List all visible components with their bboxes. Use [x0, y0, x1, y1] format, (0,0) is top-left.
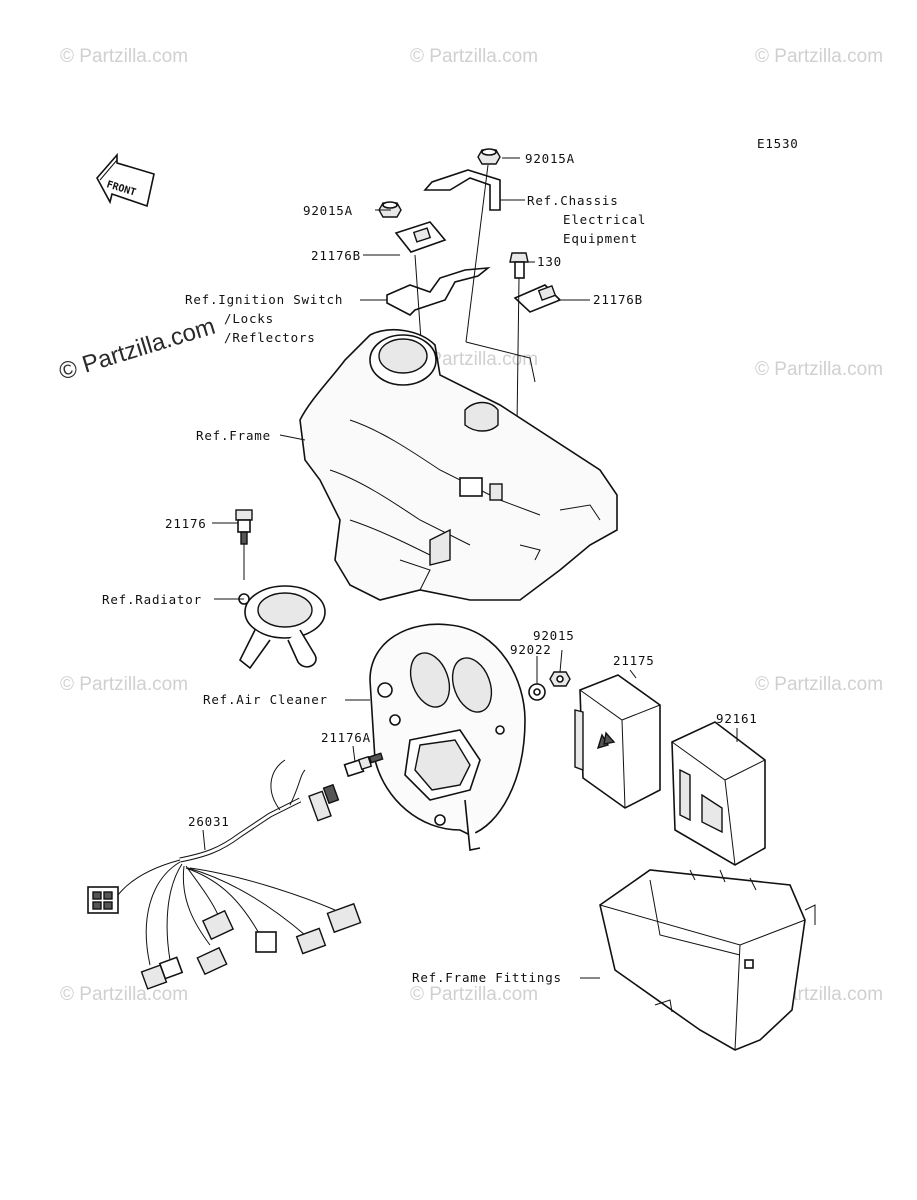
- label-ref-frame: Ref.Frame: [196, 428, 271, 443]
- label-130: 130: [537, 254, 562, 269]
- sensor-21176A: [343, 752, 384, 778]
- watermarks: © Partzilla.com © Partzilla.com © Partzi…: [56, 46, 883, 1005]
- nut-92015: [549, 671, 571, 687]
- watermark: © Partzilla.com: [410, 349, 538, 370]
- frame-fittings-tray: [599, 869, 816, 1051]
- bolt-130: [509, 252, 529, 279]
- label-92015: 92015: [533, 628, 575, 643]
- callout-labels: 92015A Ref.Chassis Electrical Equipment …: [102, 151, 758, 985]
- label-ref-chassis-line3: Equipment: [563, 231, 638, 246]
- label-ref-chassis: Ref.Chassis: [527, 193, 619, 208]
- watermark: © Partzilla.com: [755, 46, 883, 67]
- washer-92022: [528, 683, 546, 701]
- watermark-dark: © Partzilla.com: [56, 313, 219, 386]
- front-arrow-icon: FRONT: [96, 152, 155, 208]
- diagram-code: E1530: [757, 136, 799, 151]
- label-92161: 92161: [716, 711, 758, 726]
- label-ref-ignition-line3: /Reflectors: [224, 330, 316, 345]
- watermark: © Partzilla.com: [410, 984, 538, 1005]
- label-ref-air-cleaner: Ref.Air Cleaner: [203, 692, 328, 707]
- label-21175: 21175: [613, 653, 655, 668]
- ecu-21175: [574, 674, 661, 809]
- frame: [299, 329, 618, 601]
- label-21176: 21176: [165, 516, 207, 531]
- leader-lines: [202, 157, 738, 979]
- label-92015A-top: 92015A: [525, 151, 575, 166]
- label-26031: 26031: [188, 814, 230, 829]
- wiring-harness-26031: [87, 759, 362, 990]
- watermark: © Partzilla.com: [60, 46, 188, 67]
- label-92015A-left: 92015A: [303, 203, 353, 218]
- watermark: © Partzilla.com: [410, 46, 538, 67]
- label-21176B-right: 21176B: [593, 292, 643, 307]
- nut-92015A-top: [477, 148, 501, 165]
- radiator-housing: [238, 544, 326, 670]
- sensor-21176: [235, 509, 253, 545]
- watermark: © Partzilla.com: [755, 359, 883, 380]
- air-cleaner-plate: [369, 623, 526, 851]
- label-21176A: 21176A: [321, 730, 371, 745]
- sensor-21176B-right: [513, 284, 562, 313]
- label-ref-ignition-line2: /Locks: [224, 311, 274, 326]
- label-ref-ignition: Ref.Ignition Switch: [185, 292, 343, 307]
- sensor-21176B-left: [394, 221, 447, 253]
- label-21176B-left: 21176B: [311, 248, 361, 263]
- cover-92161: [671, 721, 766, 866]
- label-ref-radiator: Ref.Radiator: [102, 592, 202, 607]
- watermark: © Partzilla.com: [60, 984, 188, 1005]
- label-ref-chassis-line2: Electrical: [563, 212, 646, 227]
- watermark: © Partzilla.com: [755, 674, 883, 695]
- label-92022: 92022: [510, 642, 552, 657]
- label-ref-frame-fittings: Ref.Frame Fittings: [412, 970, 562, 985]
- watermark: © Partzilla.com: [60, 674, 188, 695]
